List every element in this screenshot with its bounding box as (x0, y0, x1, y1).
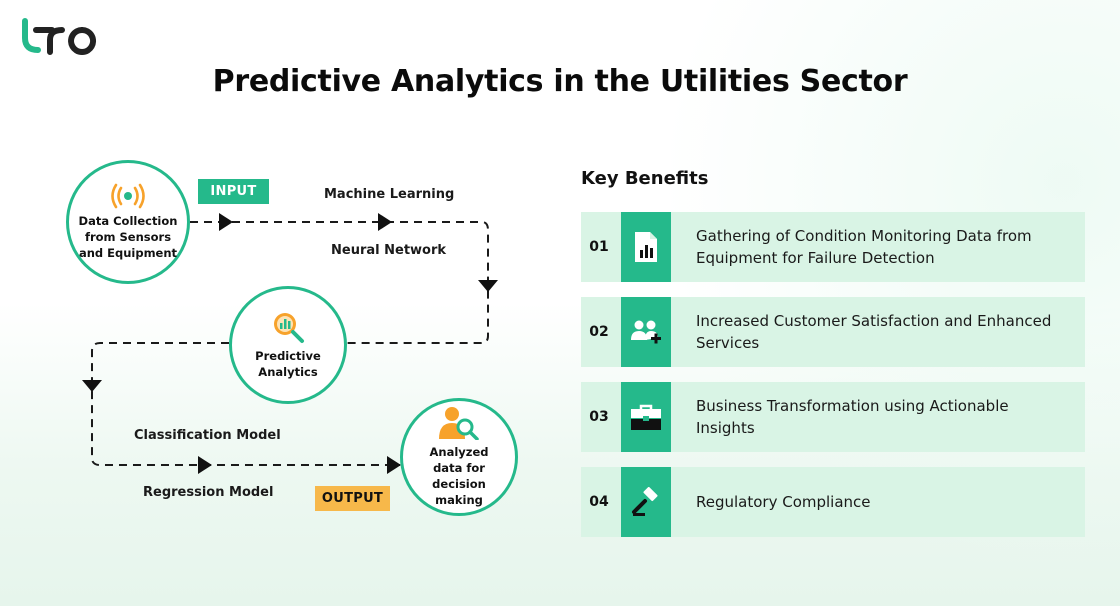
benefit-text: Regulatory Compliance (696, 493, 871, 511)
benefit-item: 04 Regulatory Compliance (581, 467, 1085, 537)
arrow-right-2 (378, 213, 392, 231)
benefit-icon-box (621, 382, 671, 452)
benefit-item: 01 Gathering of Condition Monitoring Dat… (581, 212, 1085, 282)
benefits-heading: Key Benefits (581, 168, 709, 189)
node-label: Predictive Analytics (255, 349, 321, 379)
report-chart-icon (635, 232, 657, 262)
arrow-right-1 (219, 213, 233, 231)
benefit-item: 03 Business Transformation using Actiona… (581, 382, 1085, 452)
benefit-icon-box (621, 212, 671, 282)
analytics-magnifier-icon (274, 313, 304, 343)
flow-connectors (82, 213, 498, 474)
arrow-down-1 (478, 280, 498, 292)
benefit-number: 04 (589, 494, 609, 510)
benefit-text: Gathering of Condition Monitoring Data f… (696, 227, 1032, 267)
label-classification-model: Classification Model (134, 428, 281, 443)
briefcase-icon (631, 404, 661, 430)
node-analyzed-data: Analyzed data for decision making (400, 398, 518, 516)
benefit-text: Increased Customer Satisfaction and Enha… (696, 312, 1052, 352)
benefit-icon-box (621, 297, 671, 367)
gavel-icon (632, 487, 658, 516)
benefit-number: 02 (589, 324, 609, 340)
benefit-number: 03 (589, 409, 609, 425)
output-tag: OUTPUT (315, 486, 390, 511)
node-label: Analyzed data for decision making (429, 445, 489, 507)
sensor-signal-icon (111, 183, 145, 209)
connector-mid (91, 342, 400, 466)
label-machine-learning: Machine Learning (324, 187, 455, 202)
benefit-text: Business Transformation using Actionable… (696, 397, 1009, 437)
arrow-down-2 (82, 380, 102, 392)
node-data-collection: Data Collection from Sensors and Equipme… (66, 160, 190, 284)
arrow-right-3 (198, 456, 212, 474)
users-plus-icon (631, 320, 661, 344)
brand-logo[interactable] (20, 16, 104, 60)
node-predictive-analytics: Predictive Analytics (229, 286, 347, 404)
label-regression-model: Regression Model (143, 485, 274, 500)
benefit-number: 01 (589, 239, 609, 255)
node-label: Data Collection from Sensors and Equipme… (78, 214, 178, 260)
input-tag: INPUT (198, 179, 269, 204)
user-search-icon (439, 407, 479, 440)
page-title: Predictive Analytics in the Utilities Se… (212, 64, 908, 99)
label-neural-network: Neural Network (331, 243, 447, 258)
arrow-right-4 (387, 456, 401, 474)
benefit-icon-box (621, 467, 671, 537)
benefit-item: 02 Increased Customer Satisfaction and E… (581, 297, 1085, 367)
